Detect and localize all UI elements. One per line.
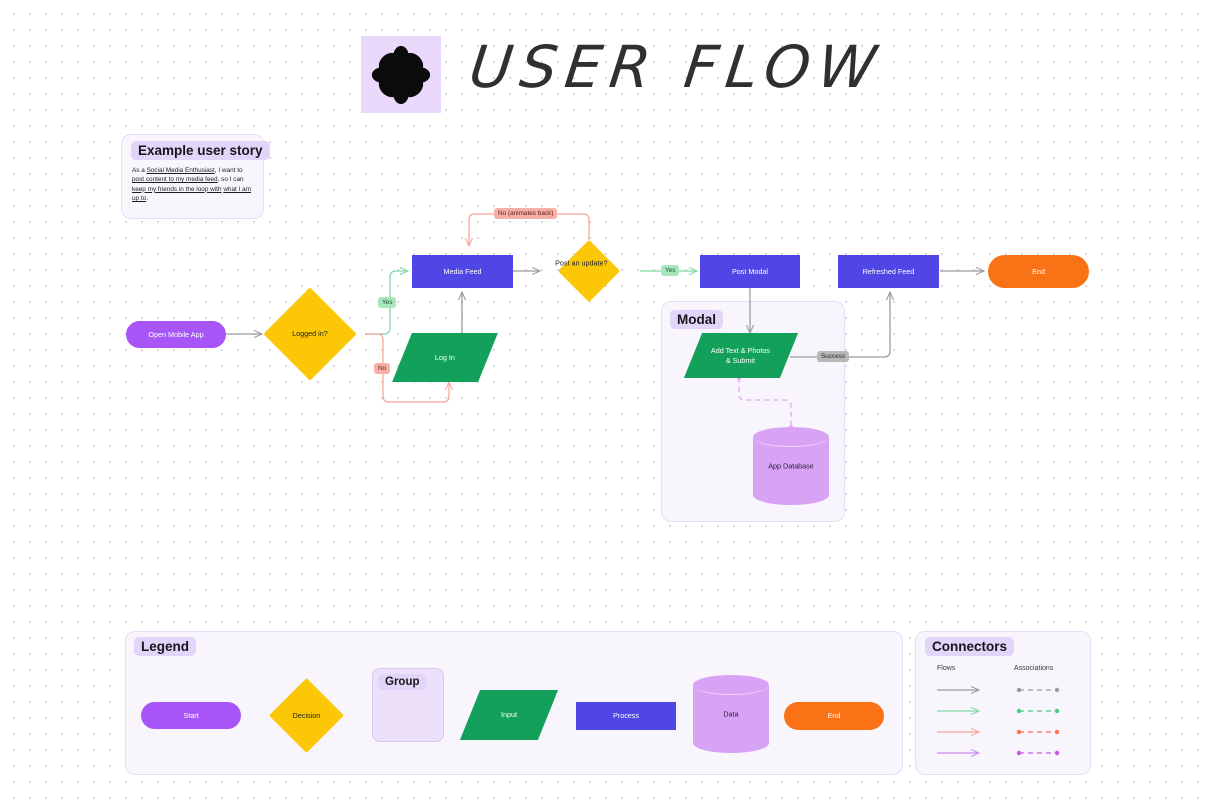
legend-database-top-ellipse <box>693 675 769 695</box>
legend-item-start[interactable]: Start <box>141 702 241 729</box>
node-app-database-label: App Database <box>768 461 814 471</box>
node-add-text-photos-submit[interactable]: Add Text & Photos & Submit <box>683 333 799 378</box>
flower-logo-icon <box>361 36 441 113</box>
legend-item-data-label: Data <box>723 709 739 719</box>
connectors-chip: Connectors <box>925 637 1015 656</box>
node-post-modal-label: Post Modal <box>732 266 768 276</box>
edge-label-success: Success <box>817 351 850 362</box>
node-logged-in[interactable]: Logged in? <box>263 287 357 381</box>
node-refreshed-feed[interactable]: Refreshed Feed <box>838 255 939 288</box>
user-story-l3-underline: keep my friends in the loop with <box>132 185 222 193</box>
legend-item-group-chip: Group <box>378 674 427 690</box>
legend-item-input-label: Input <box>501 710 517 720</box>
legend-chip: Legend <box>134 637 197 656</box>
edge-label-no-animates-back: No (animates back) <box>494 208 558 219</box>
user-story-l4-underline: what I am up to <box>132 185 252 202</box>
user-story-l1-underline: Social Media Enthusiast <box>146 167 215 174</box>
node-open-mobile-app[interactable]: Open Mobile App <box>126 321 226 348</box>
legend-item-process-label: Process <box>613 711 639 721</box>
node-post-an-update[interactable]: Post an update? <box>555 239 621 303</box>
database-bottom-ellipse <box>753 485 829 505</box>
node-post-an-update-label: Post an update? <box>555 258 608 268</box>
user-story-l2-underline: post content to my media feed <box>132 176 218 184</box>
node-app-database[interactable]: App Database <box>753 427 829 505</box>
edge-label-no-logged-in: No <box>374 363 391 374</box>
connectors-samples <box>937 631 1060 775</box>
legend-item-decision-label: Decision <box>292 710 321 720</box>
node-refreshed-feed-label: Refreshed Feed <box>862 266 915 276</box>
node-logged-in-label: Logged in? <box>292 329 328 339</box>
legend-item-process[interactable]: Process <box>576 702 676 730</box>
edge-label-yes-post-update: Yes <box>661 265 680 276</box>
user-story-l2-post: , so <box>217 176 228 184</box>
node-end[interactable]: End <box>988 255 1089 288</box>
node-add-text-photos-submit-label: Add Text & Photos & Submit <box>711 345 771 365</box>
user-story-l1-pre: As a <box>132 167 147 174</box>
modal-group-chip: Modal <box>670 310 723 329</box>
connectors-column-flows: Flows <box>937 665 956 672</box>
edge-label-yes-logged-in: Yes <box>378 297 397 308</box>
legend-item-data[interactable]: Data <box>693 675 769 753</box>
user-story-chip: Example user story <box>131 141 270 160</box>
legend-item-end-label: End <box>827 711 841 721</box>
user-story-text: As a Social Media Enthusiast, I want to … <box>132 166 252 203</box>
user-story-l4-post: . <box>146 194 148 202</box>
node-log-in[interactable]: Log In <box>392 333 498 382</box>
node-post-modal[interactable]: Post Modal <box>700 255 800 288</box>
node-open-mobile-app-label: Open Mobile App <box>148 329 204 339</box>
node-log-in-label: Log In <box>435 352 455 362</box>
page-title: USER FLOW <box>465 33 888 101</box>
node-end-label: End <box>1032 266 1045 276</box>
legend-item-end[interactable]: End <box>784 702 884 730</box>
user-story-l1-post: , I want <box>214 167 236 174</box>
user-story-l3-pre: I can <box>229 176 244 184</box>
node-media-feed[interactable]: Media Feed <box>412 255 513 288</box>
connectors-column-associations: Associations <box>1014 665 1054 672</box>
legend-database-bottom-ellipse <box>693 733 769 753</box>
node-media-feed-label: Media Feed <box>443 266 482 276</box>
user-story-l2-pre: to <box>237 167 243 174</box>
database-top-ellipse <box>753 427 829 447</box>
edge-post-update-no <box>469 213 590 246</box>
legend-item-start-label: Start <box>183 710 199 720</box>
